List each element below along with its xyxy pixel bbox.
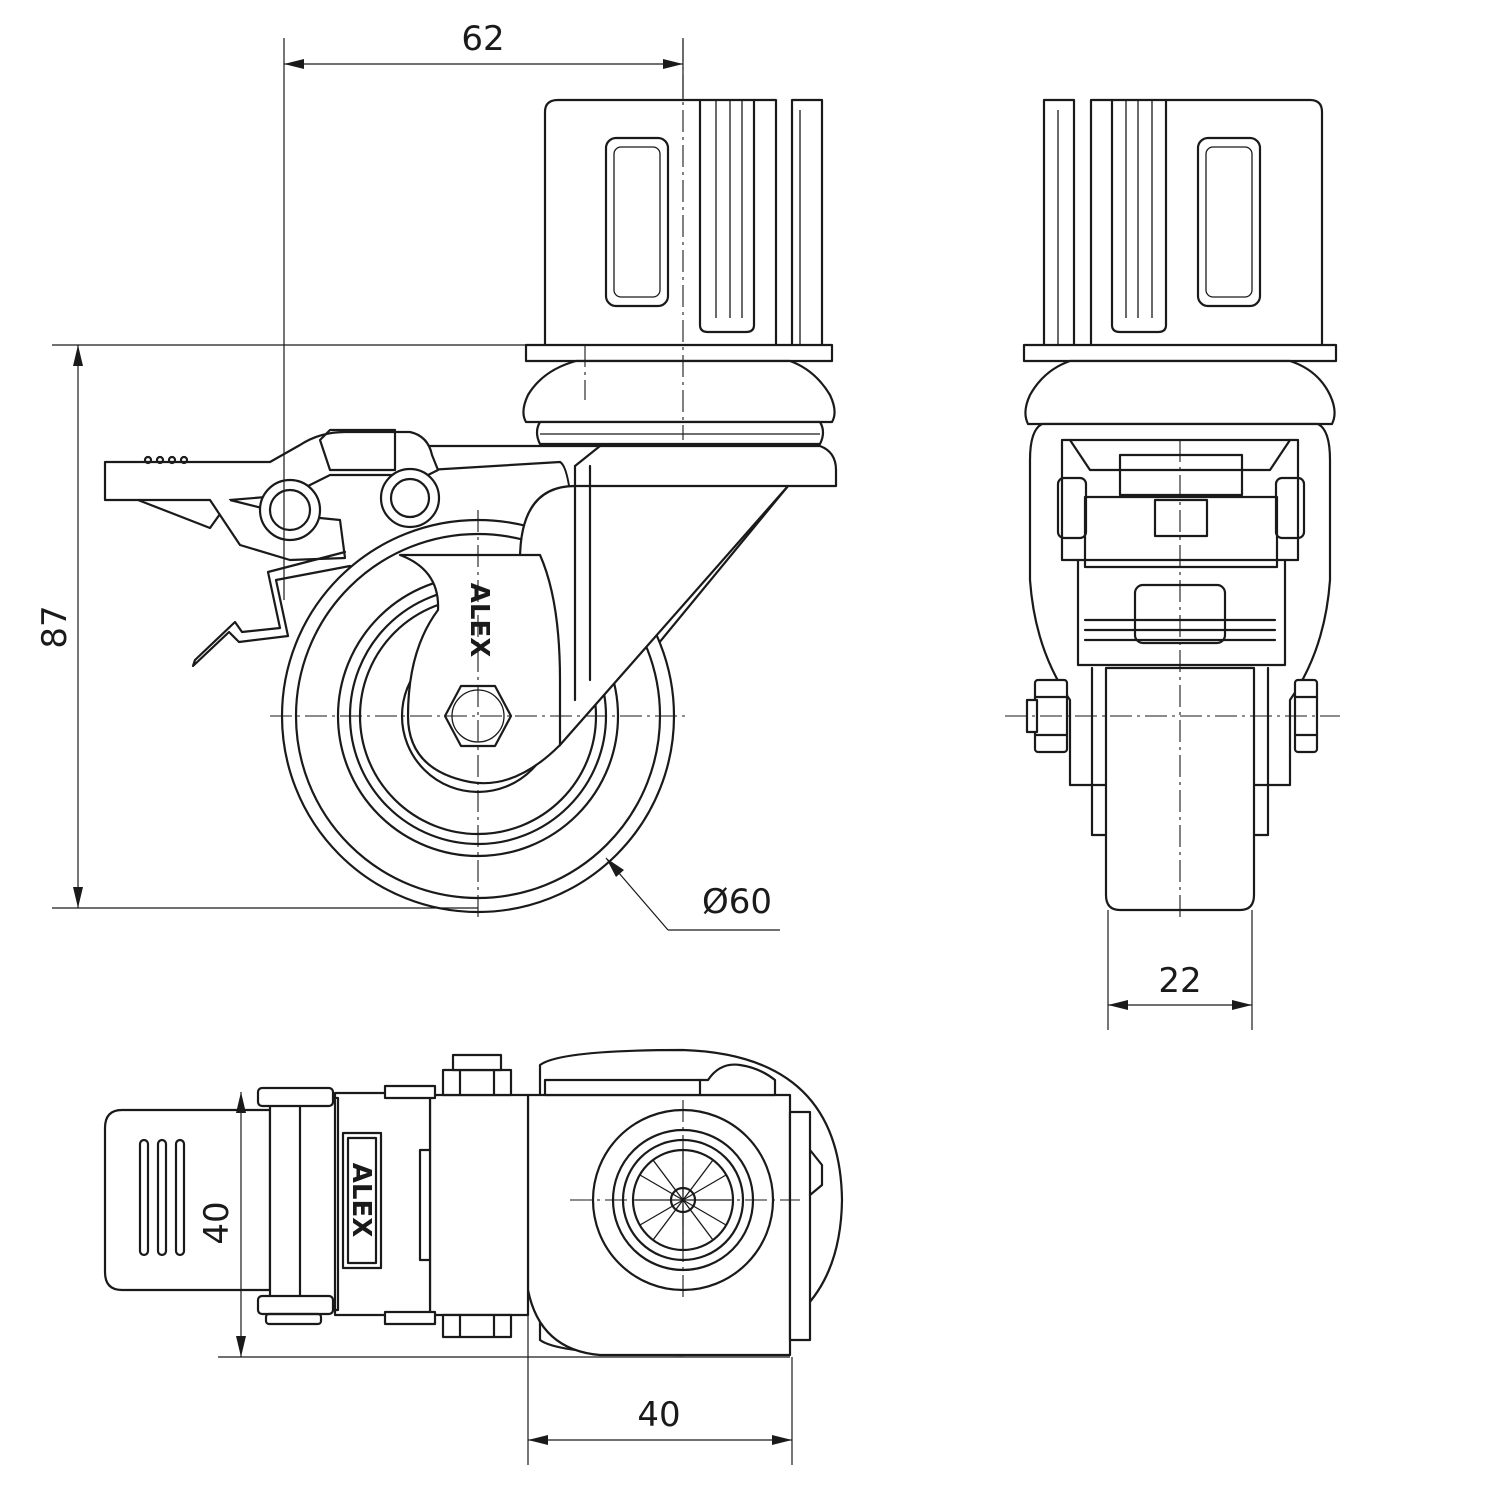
dim-top-width: 62 — [283, 19, 684, 600]
dim-wheel-diameter-label: Ø60 — [702, 882, 772, 922]
dim-top-width-label: 62 — [461, 19, 504, 59]
side-view-brake — [103, 428, 441, 668]
front-view-wheel — [1090, 666, 1270, 912]
front-view-swivel-bearing — [1024, 359, 1336, 426]
dim-plan-offset-label: 40 — [637, 1395, 680, 1435]
side-view-fork-leg — [398, 484, 790, 785]
front-view-socket — [1022, 98, 1338, 363]
side-view-logo-text: ALEX — [464, 583, 494, 658]
dim-plan-depth: 40 — [197, 1092, 790, 1358]
dim-wheel-width: 22 — [1107, 910, 1253, 1030]
plan-view-brake-pedal — [103, 1086, 337, 1326]
dim-plan-offset: 40 — [527, 1290, 793, 1465]
dim-wheel-diameter: Ø60 — [605, 857, 780, 931]
dim-wheel-width-label: 22 — [1158, 961, 1201, 1001]
side-view: ALEX — [103, 40, 838, 920]
plan-view: ALEX — [103, 1048, 844, 1357]
dim-height-label: 87 — [35, 605, 75, 648]
plan-view-logo: ALEX — [341, 1131, 383, 1270]
dim-plan-depth-label: 40 — [197, 1201, 237, 1244]
dim-height: 87 — [35, 344, 530, 909]
side-view-logo: ALEX — [464, 583, 494, 658]
side-view-swivel-bearing — [522, 359, 836, 446]
side-view-socket — [524, 98, 834, 363]
front-view — [1005, 98, 1340, 920]
plan-view-logo-text: ALEX — [346, 1163, 376, 1238]
